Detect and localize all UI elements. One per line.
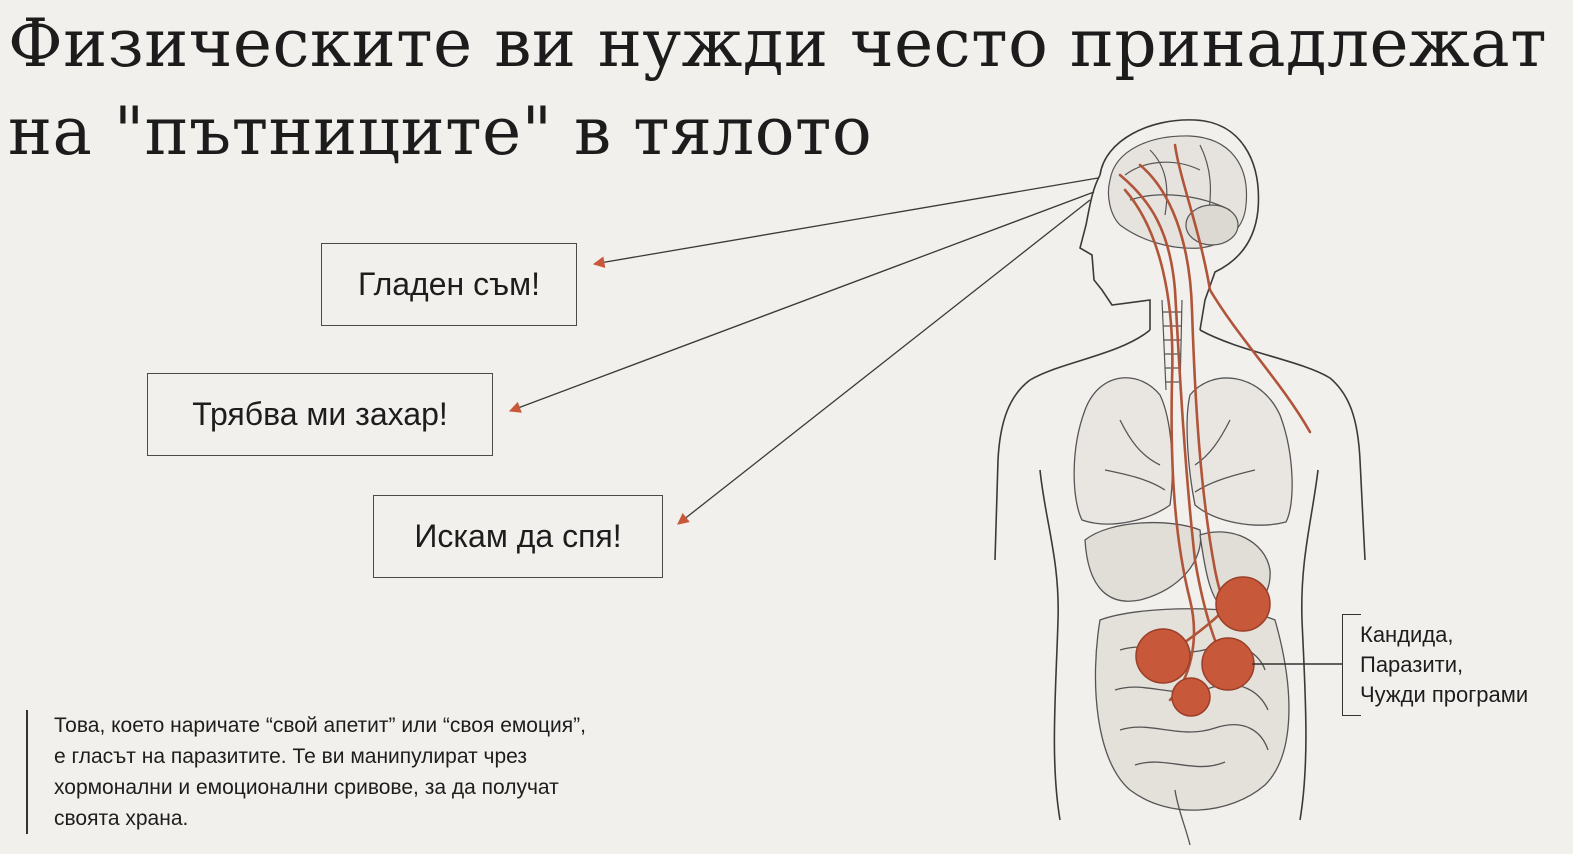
parasite-blob xyxy=(1201,637,1255,691)
caption-line-4: своята храна. xyxy=(54,807,189,830)
parasite-blobs xyxy=(1135,576,1271,717)
nerve-pathways xyxy=(1118,143,1312,702)
caption-quote: Това, което наричате “свой апетит” или “… xyxy=(26,710,754,834)
need-text-sugar: Трябва ми захар! xyxy=(192,396,448,432)
parasite-blob xyxy=(1135,628,1191,684)
side-label-line-3: Чужди програми xyxy=(1360,682,1529,707)
side-label-bracket xyxy=(1342,614,1567,716)
need-text-hungry: Гладен съм! xyxy=(358,266,540,302)
title-line-1: Физическите ви нужди често принадлежат xyxy=(8,5,1548,82)
caption-line-3: хормонални и емоционални сривове, за да … xyxy=(54,776,559,799)
side-label-line-2: Паразити, xyxy=(1360,652,1464,677)
arrow-sugar xyxy=(508,191,1095,413)
need-text-sleep: Искам да спя! xyxy=(414,518,622,554)
title-line-2: на "пътниците" в тялото xyxy=(8,93,873,170)
parasite-blob xyxy=(1171,677,1211,717)
caption-line-2: е гласът на паразитите. Те ви манипулира… xyxy=(54,745,527,768)
side-label-line-1: Кандида, xyxy=(1360,622,1454,647)
side-label-text: Кандида, Паразити, Чужди програми xyxy=(1360,620,1528,710)
parasite-blob xyxy=(1215,576,1271,632)
page-title: Физическите ви нужди често принадлежат н… xyxy=(8,0,1548,176)
arrow-sleep xyxy=(677,199,1091,525)
need-box-sugar: Трябва ми захар! xyxy=(147,373,493,456)
arrow-hungry xyxy=(592,177,1099,268)
brain-arrows xyxy=(508,177,1099,525)
need-box-hungry: Гладен съм! xyxy=(321,243,577,326)
lungs xyxy=(1073,377,1293,526)
need-box-sleep: Искам да спя! xyxy=(373,495,663,578)
body-silhouette xyxy=(994,119,1366,821)
liver-stomach xyxy=(1084,521,1271,612)
caption-line-1: Това, което наричате “свой апетит” или “… xyxy=(54,714,586,737)
intestines xyxy=(1094,608,1290,846)
trachea xyxy=(1161,299,1183,391)
